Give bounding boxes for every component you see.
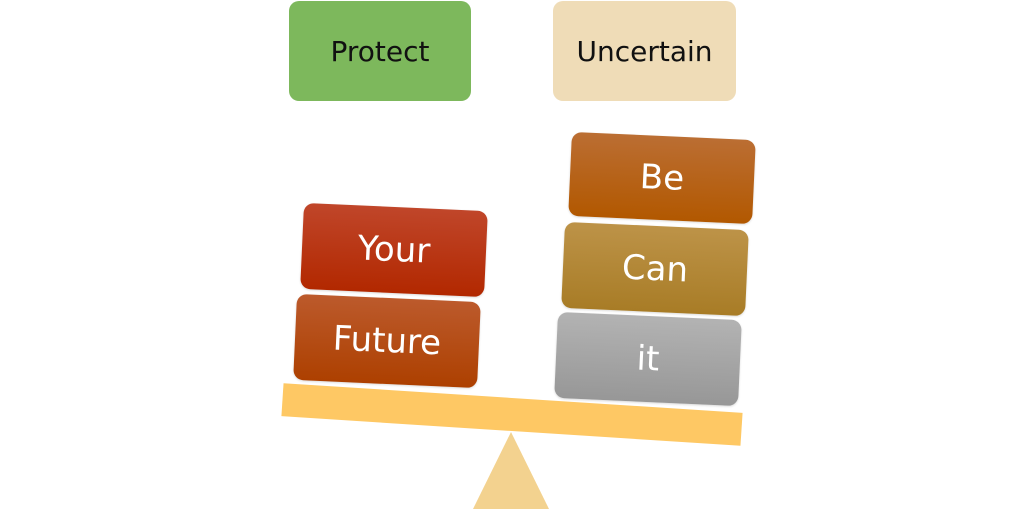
block-be: Be (568, 131, 756, 225)
block-label: Future (332, 318, 442, 364)
protect-label-box: Protect (289, 1, 471, 101)
block-label: Can (621, 247, 689, 291)
protect-label: Protect (330, 34, 430, 68)
block-your: Your (300, 202, 488, 298)
block-label: Your (356, 228, 432, 272)
block-label: Be (638, 157, 686, 199)
block-it: it (554, 311, 742, 407)
fulcrum-triangle-icon (473, 432, 549, 509)
block-future: Future (293, 293, 481, 389)
block-can: Can (561, 221, 749, 317)
uncertain-label: Uncertain (576, 34, 713, 68)
uncertain-label-box: Uncertain (553, 1, 736, 101)
block-label: it (635, 338, 661, 380)
